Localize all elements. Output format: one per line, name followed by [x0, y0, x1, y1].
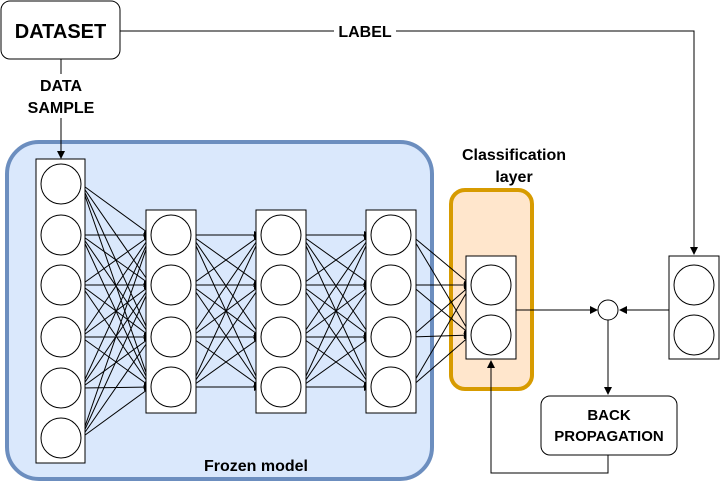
connection-edge [190, 234, 262, 338]
label-neuron [673, 314, 715, 356]
classifier-neuron [470, 314, 512, 356]
input-neuron [40, 417, 82, 459]
back-propagation-box [540, 395, 678, 456]
label-edge-text: LABEL [338, 24, 392, 41]
input-neuron [40, 163, 82, 205]
classifier-connection-edge [410, 284, 472, 388]
label-edge [120, 30, 698, 255]
classifier-neuron [470, 264, 512, 306]
hidden-neuron [370, 316, 412, 358]
input-layer-column [35, 158, 86, 464]
hidden-neuron [260, 316, 302, 358]
frozen-model-label: Frozen model [204, 458, 308, 475]
hidden-neuron [150, 264, 192, 306]
back-propagation-label-line1: BACK [587, 407, 630, 424]
input-neuron [40, 214, 82, 256]
input-neuron [40, 316, 82, 358]
connection-edge [80, 386, 152, 439]
classifier-connection-edge [410, 284, 472, 336]
hidden-neuron [260, 264, 302, 306]
connection-edge [300, 234, 372, 338]
connection-edge [80, 284, 152, 439]
network-connections [80, 183, 472, 439]
connection-edge [80, 234, 152, 389]
connection-edge [80, 336, 152, 439]
connection-edge [300, 284, 372, 388]
frozen-model-box [5, 140, 434, 481]
hidden-neuron [370, 264, 412, 306]
hidden-neuron [370, 366, 412, 408]
network-nodes [40, 163, 715, 459]
connection-edge [190, 234, 262, 388]
connection-edge [300, 234, 372, 388]
data-sample-label-line1: DATA [40, 78, 83, 95]
back-propagation-label-line2: PROPAGATION [554, 428, 663, 445]
comparator-node [597, 299, 619, 321]
hidden-neuron [260, 366, 302, 408]
hidden-neuron [370, 214, 412, 256]
connection-edge [80, 234, 152, 286]
connection-edge [80, 183, 152, 236]
connection-edge [190, 234, 262, 286]
hidden-neuron [150, 316, 192, 358]
classifier-connection-edge [410, 334, 472, 388]
classifier-connection-edge [410, 234, 472, 286]
connection-edge [190, 284, 262, 388]
input-neuron [40, 264, 82, 306]
label-edge-text-bg [334, 22, 396, 40]
connection-edge [300, 234, 372, 286]
classification-layer-title-line1: Classification [462, 147, 566, 164]
label-neuron [673, 264, 715, 306]
hidden-neuron [150, 214, 192, 256]
classifier-connection-edge [410, 284, 472, 338]
classification-layer-title-line2: layer [495, 169, 532, 186]
hidden-neuron [150, 366, 192, 408]
connection-edge [300, 336, 372, 388]
connection-edge [190, 336, 262, 388]
backprop-feedback-edge [487, 360, 609, 474]
input-neuron [40, 367, 82, 409]
dataset-label: DATASET [15, 21, 106, 43]
connection-edge [80, 234, 153, 439]
data-sample-label-line2: SAMPLE [28, 100, 95, 117]
connection-edge [80, 234, 152, 338]
hidden-neuron [260, 214, 302, 256]
